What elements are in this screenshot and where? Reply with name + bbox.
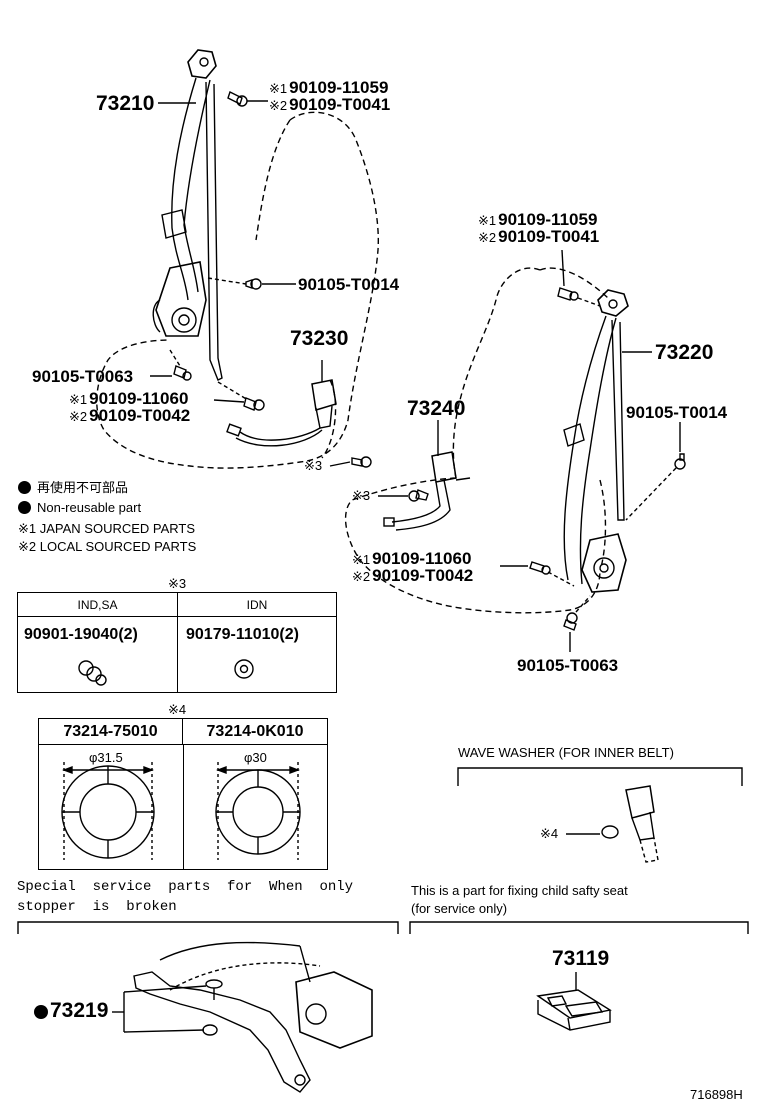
part-label-left-90105-T0063[interactable]: 90105-T0063 [32,367,134,386]
mark-1: ※1 [478,213,497,228]
child-seat-note-line1: This is a part for fixing child safty se… [411,883,628,898]
table4-col2-part[interactable]: 73214-0K010 [206,723,304,740]
buckle-73240-illustration [383,420,471,531]
mark-1: ※1 [69,392,88,407]
part-number: 90109-11060 [89,389,189,408]
table3-col1-header-text: IND,SA [77,598,118,612]
part-number: 90109-T0042 [89,406,191,425]
bolt-icon [557,287,579,301]
table3-col1-header: IND,SA [18,593,178,617]
mark-1: ※1 [352,552,371,567]
plate-73119-illustration [536,972,612,1031]
part-label-73240[interactable]: 73240 [407,397,466,420]
wave-washer-buckle-icon [601,785,659,863]
washer-0K010-icon [215,762,301,860]
legend-note-1: ※1 JAPAN SOURCED PARTS [18,521,196,536]
nut-icon [234,659,254,679]
non-reusable-bullet-icon [34,1005,48,1019]
table3-col1-cell: 90901-19040(2) [18,617,178,692]
table4-col2-header: 73214-0K010 [183,719,327,745]
mark-2: ※2 [269,98,288,113]
special-service-bracket [17,921,399,934]
special-service-note-line2: stopper is broken [17,899,177,915]
bullet-icon [18,481,31,494]
mark-2: ※2 [478,230,497,245]
bolt-icon [243,397,265,411]
legend-text: Non-reusable part [37,500,142,515]
part-number: 90109-T0041 [289,95,391,114]
table3-col1-part[interactable]: 90901-19040(2) [24,626,138,643]
part-label-73119[interactable]: 73119 [552,947,610,970]
child-seat-bracket [409,921,749,934]
mark-4-label: ※4 [540,826,559,841]
stopper-73219-illustration [112,941,373,1093]
bullet-icon [18,501,31,514]
washer-0K010-dimension: φ30 [244,750,267,765]
bolt-icon [245,278,262,290]
table4-col1-part[interactable]: 73214-75010 [63,723,158,740]
bolt-icon [563,612,578,631]
legend-note-2: ※2 LOCAL SOURCED PARTS [18,539,197,554]
bolt-icon [408,489,429,502]
bolt-icon [529,561,551,575]
part-label-right-90105-T0063[interactable]: 90105-T0063 [517,656,619,675]
mark-2: ※2 [352,569,371,584]
part-label-73219[interactable]: 73219 [34,1000,108,1021]
part-label-right-90105-T0014[interactable]: 90105-T0014 [626,403,728,422]
screw-icon [78,660,107,686]
legend-text: 再使用不可部品 [37,480,129,495]
figure-id: 716898H [690,1087,743,1102]
table3-col2-cell: 90179-11010(2) [178,617,336,692]
table3-col2-header: IDN [178,593,336,617]
wave-washer-bracket [457,767,743,786]
part-label-73220[interactable]: 73220 [655,341,714,364]
bolt-icon [173,365,192,381]
part-number: 90109-T0041 [498,227,600,246]
part-label-left-90105-T0014[interactable]: 90105-T0014 [298,275,400,294]
table4-title: ※4 [168,702,187,717]
part-number: 90109-T0042 [372,566,474,585]
bolt-icon [351,456,372,468]
part-number: 90109-11060 [372,549,472,568]
child-seat-note-line2: (for service only) [411,901,508,916]
mark-1: ※1 [269,81,288,96]
bolt-icon [674,453,686,470]
legend-non-reusable-en: Non-reusable part [18,501,141,514]
left-seat-outline [96,111,379,469]
table3-title: ※3 [168,576,187,591]
table3-col2-part[interactable]: 90179-11010(2) [186,626,299,643]
right-seat-outline [344,267,601,614]
part-number: 90109-11059 [289,78,389,97]
table4-divider [183,745,184,869]
mark-3-label-right: ※3 [352,488,371,503]
mark-2: ※2 [69,409,88,424]
table4-col1-header: 73214-75010 [39,719,183,745]
mark-3-label-left: ※3 [304,458,323,473]
special-service-note-line1: Special service parts for When only [17,879,354,895]
right-seatbelt-73220-illustration [563,289,652,593]
part-label-73230[interactable]: 73230 [290,327,349,350]
part-number: 90109-11059 [498,210,598,229]
part-number: 73219 [50,999,109,1022]
washer-75010-icon [61,762,155,860]
left-seatbelt-73210-illustration [150,49,296,411]
wave-washer-caption: WAVE WASHER (FOR INNER BELT) [458,745,674,760]
bolt-icon [227,91,248,107]
table3: IND,SA IDN 90901-19040(2) 90179-11010(2) [17,592,337,693]
buckle-73230-illustration [226,360,337,447]
legend-non-reusable-jp: 再使用不可部品 [18,481,128,494]
part-label-73210[interactable]: 73210 [96,92,155,115]
table3-col2-header-text: IDN [246,598,268,612]
table4: 73214-75010 73214-0K010 [38,718,328,870]
washer-75010-dimension: φ31.5 [89,750,123,765]
